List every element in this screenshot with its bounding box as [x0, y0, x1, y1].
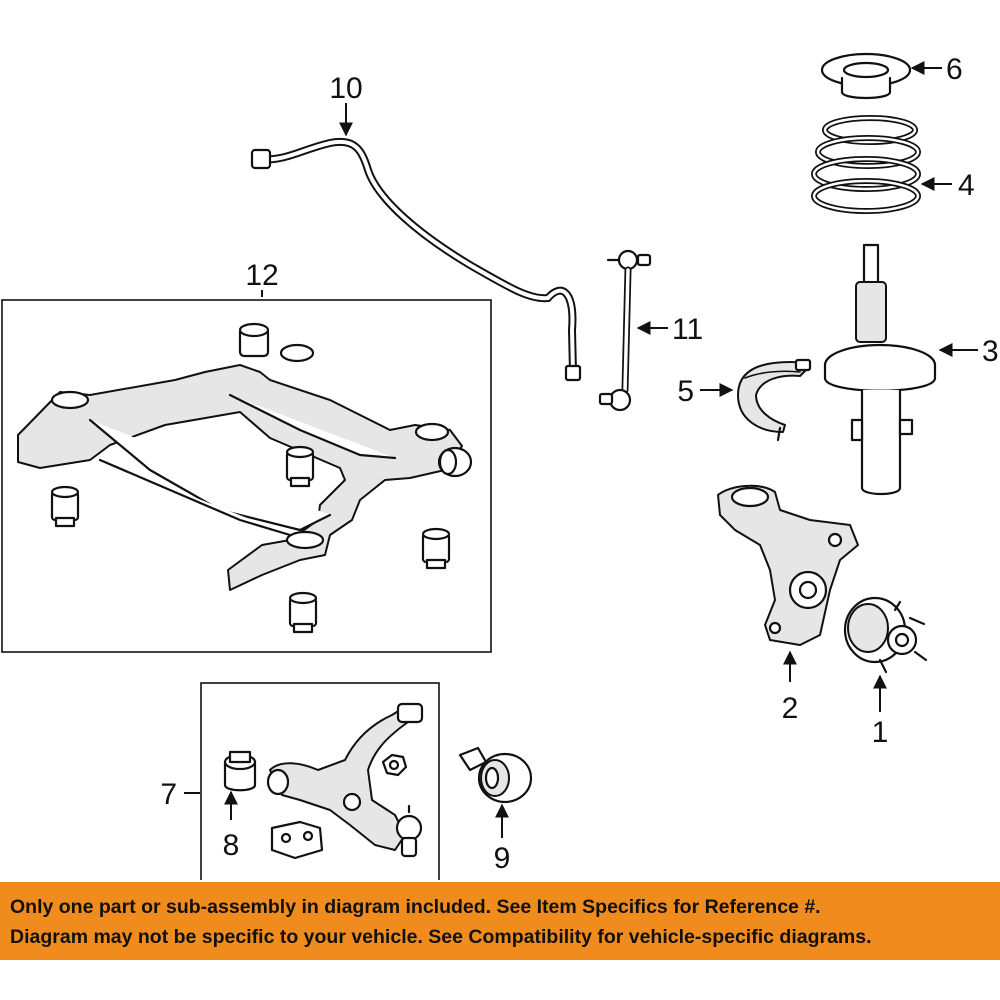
callout-6: 6 — [946, 53, 963, 86]
subframe-lower-rail-edge — [98, 458, 292, 537]
mount-pad-front-right — [285, 530, 325, 550]
mount-pad-front-left — [50, 390, 90, 410]
bushing-2 — [285, 445, 315, 488]
wheel-hub — [843, 596, 928, 674]
disclaimer-line-1: Only one part or sub-assembly in diagram… — [10, 896, 821, 918]
subframe-mount-bushings — [50, 445, 451, 634]
subframe-crossmember — [17, 322, 473, 591]
bushing-4 — [288, 591, 318, 634]
stabilizer-bar-bushing — [250, 148, 272, 170]
lower-control-arm — [266, 702, 424, 858]
callout-8: 8 — [223, 829, 240, 862]
spring-insulator — [737, 358, 812, 442]
front-control-arm-bushing — [223, 750, 257, 792]
bushing-1 — [50, 485, 80, 528]
callout-2: 2 — [782, 692, 799, 725]
callout-1: 1 — [872, 716, 889, 749]
callout-12: 12 — [245, 259, 278, 292]
stabilizer-bar — [250, 137, 582, 382]
subframe-body — [17, 364, 463, 591]
mount-pad-rear-right — [414, 422, 450, 442]
mount-pad-rear-left — [279, 343, 315, 363]
control-arm-box — [200, 682, 440, 880]
ball-joint — [395, 814, 423, 842]
stabilizer-link — [598, 249, 652, 412]
callout-4: 4 — [958, 169, 975, 202]
coil-spring — [811, 115, 921, 214]
strut-rod — [862, 243, 880, 287]
callout-5: 5 — [677, 375, 694, 408]
steering-knuckle — [717, 484, 859, 646]
suspension-exploded-diagram: 12 — [1, 52, 999, 880]
stabilizer-bar-end — [564, 364, 582, 382]
strut-assembly — [823, 243, 937, 496]
rear-control-arm-bushing — [458, 746, 533, 804]
strut-body — [860, 388, 902, 496]
side-mount-bushing-face — [438, 448, 458, 476]
disclaimer-banner: Only one part or sub-assembly in diagram… — [0, 882, 1000, 960]
bushing-clamp — [270, 820, 324, 860]
strut-mount — [820, 52, 912, 100]
link-upper-ball-joint — [617, 249, 639, 271]
callout-9: 9 — [494, 842, 511, 875]
callout-3: 3 — [982, 335, 999, 368]
upper-mount-bushing-top — [238, 322, 270, 338]
subframe-upper-rail — [228, 393, 397, 460]
strut-bump-stop — [855, 281, 887, 343]
callout-11: 11 — [672, 313, 703, 346]
bushing-3 — [421, 527, 451, 570]
control-arm-nut — [381, 753, 408, 777]
callout-10: 10 — [329, 72, 362, 105]
callout-7: 7 — [160, 778, 177, 811]
disclaimer-line-2: Diagram may not be specific to your vehi… — [10, 926, 872, 948]
subframe-box — [1, 299, 492, 653]
